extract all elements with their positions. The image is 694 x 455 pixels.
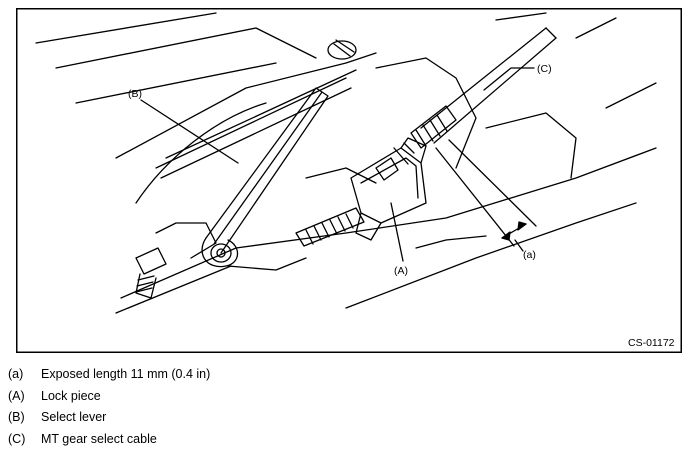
callout-c: (C): [537, 63, 552, 75]
housing-bolts: [135, 39, 357, 299]
leader-line-b: [140, 99, 239, 164]
legend-key: (C): [8, 431, 26, 446]
callout-a-lower: (a): [523, 249, 536, 261]
leader-line-a-lower: [514, 239, 524, 252]
diagram-svg: (B) (C) (A) (a) CS-01172: [16, 8, 682, 353]
callout-a-upper: (A): [394, 265, 408, 277]
legend-text: Exposed length 11 mm (0.4 in): [41, 367, 211, 381]
leader-line-c: [483, 67, 535, 91]
legend-item: (B) Select lever: [8, 407, 210, 429]
legend-list: (a) Exposed length 11 mm (0.4 in) (A) Lo…: [8, 364, 210, 450]
legend-text: MT gear select cable: [41, 431, 157, 446]
legend-key: (B): [8, 410, 25, 424]
legend-item: (A) Lock piece: [8, 386, 210, 408]
shift-rod: [155, 69, 357, 179]
figure-frame: [16, 8, 682, 353]
figure-id-label: CS-01172: [628, 337, 675, 349]
return-spring: [295, 207, 365, 247]
legend-key: (a): [8, 367, 24, 381]
lock-piece: [350, 137, 427, 241]
legend-text: Select lever: [41, 410, 107, 424]
callout-b: (B): [128, 88, 142, 100]
select-cable: [393, 27, 557, 165]
legend-key: (A): [8, 388, 25, 403]
select-lever: [201, 87, 329, 271]
legend-item: (a) Exposed length 11 mm (0.4 in): [8, 364, 210, 386]
leader-line-a-upper: [390, 202, 404, 262]
legend-item: (C) MT gear select cable: [8, 429, 210, 451]
legend-text: Lock piece: [41, 388, 101, 403]
diagram-figure: (B) (C) (A) (a) CS-01172: [16, 8, 682, 353]
exposed-length-dimension: [435, 139, 537, 247]
